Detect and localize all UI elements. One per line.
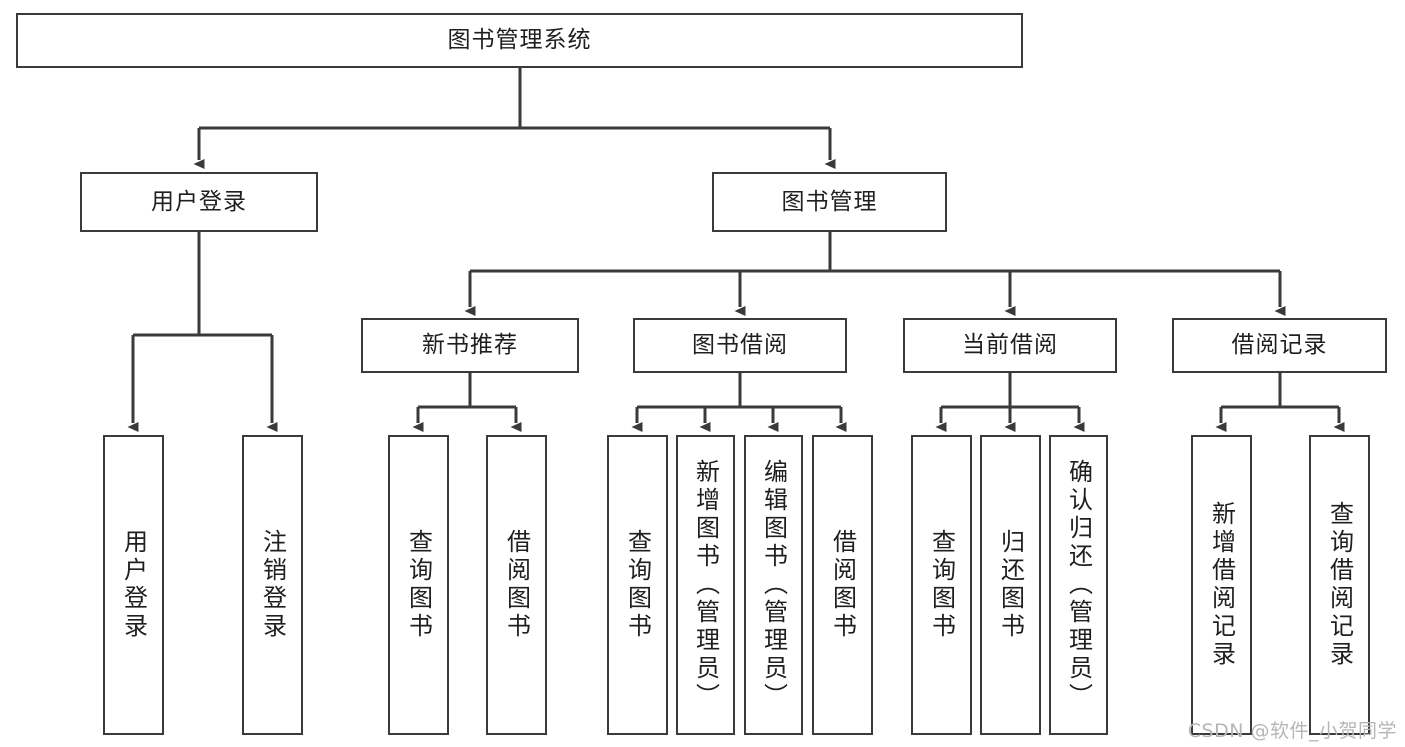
node-user-login-label: 用户登录 — [151, 188, 247, 215]
leaf-edit-book-label: 编辑图书（管理员） — [759, 459, 788, 711]
leaf-return-book[interactable]: 归还图书 — [980, 435, 1041, 735]
node-current-borrow[interactable]: 当前借阅 — [903, 318, 1117, 373]
leaf-confirm-return[interactable]: 确认归还（管理员） — [1049, 435, 1108, 735]
leaf-add-record-label: 新增借阅记录 — [1207, 501, 1236, 669]
leaf-query-book-2[interactable]: 查询图书 — [607, 435, 668, 735]
leaf-return-book-label: 归还图书 — [996, 529, 1025, 641]
leaf-query-book-1-label: 查询图书 — [404, 529, 433, 641]
node-new-book-recommend[interactable]: 新书推荐 — [361, 318, 579, 373]
leaf-user-login-label: 用户登录 — [119, 529, 148, 641]
leaf-edit-book[interactable]: 编辑图书（管理员） — [744, 435, 803, 735]
watermark-text: CSDN @软件_小贺同学 — [1187, 720, 1397, 742]
leaf-add-book-label: 新增图书（管理员） — [691, 459, 720, 711]
node-root[interactable]: 图书管理系统 — [16, 13, 1023, 68]
leaf-user-login[interactable]: 用户登录 — [103, 435, 164, 735]
leaf-borrow-book-1[interactable]: 借阅图书 — [486, 435, 547, 735]
leaf-borrow-book-2-label: 借阅图书 — [828, 529, 857, 641]
node-book-borrow-label: 图书借阅 — [692, 332, 788, 359]
leaf-query-record[interactable]: 查询借阅记录 — [1309, 435, 1370, 735]
node-book-borrow[interactable]: 图书借阅 — [633, 318, 847, 373]
leaf-add-book[interactable]: 新增图书（管理员） — [676, 435, 735, 735]
node-borrow-record-label: 借阅记录 — [1231, 332, 1328, 359]
leaf-query-book-3-label: 查询图书 — [927, 529, 956, 641]
node-new-book-recommend-label: 新书推荐 — [422, 332, 518, 359]
leaf-query-book-3[interactable]: 查询图书 — [911, 435, 972, 735]
node-current-borrow-label: 当前借阅 — [962, 332, 1058, 359]
node-user-login[interactable]: 用户登录 — [80, 172, 318, 232]
leaf-query-book-2-label: 查询图书 — [623, 529, 652, 641]
leaf-borrow-book-1-label: 借阅图书 — [502, 529, 531, 641]
node-borrow-record[interactable]: 借阅记录 — [1172, 318, 1387, 373]
leaf-user-logout[interactable]: 注销登录 — [242, 435, 303, 735]
node-book-manage[interactable]: 图书管理 — [712, 172, 947, 232]
leaf-query-record-label: 查询借阅记录 — [1325, 501, 1354, 669]
leaf-confirm-return-label: 确认归还（管理员） — [1064, 459, 1093, 711]
node-book-manage-label: 图书管理 — [781, 188, 878, 215]
leaf-add-record[interactable]: 新增借阅记录 — [1191, 435, 1252, 735]
leaf-borrow-book-2[interactable]: 借阅图书 — [812, 435, 873, 735]
leaf-user-logout-label: 注销登录 — [258, 529, 287, 641]
leaf-query-book-1[interactable]: 查询图书 — [388, 435, 449, 735]
node-root-label: 图书管理系统 — [447, 27, 592, 54]
